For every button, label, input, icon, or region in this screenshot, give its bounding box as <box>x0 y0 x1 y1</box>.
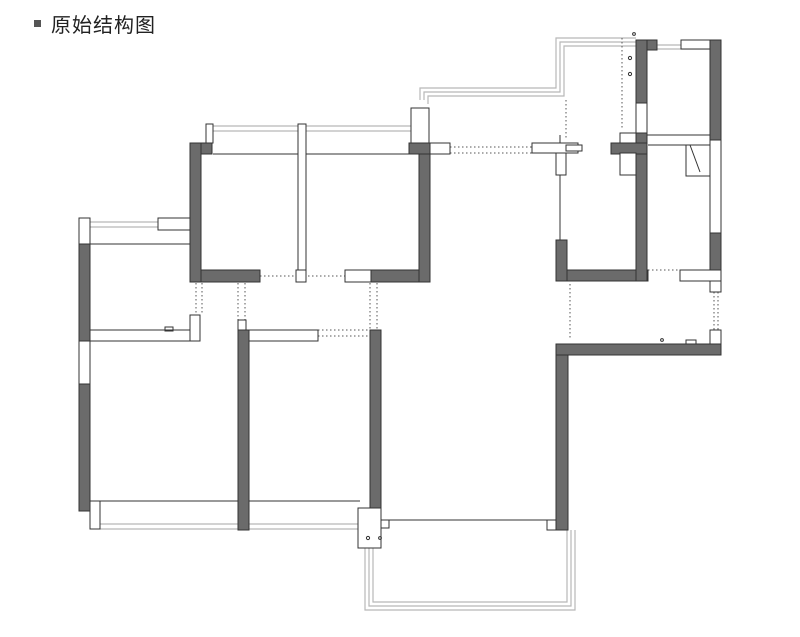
door-swing <box>685 145 710 177</box>
drain-icon <box>627 55 633 61</box>
balcony-top-right <box>419 37 636 100</box>
wall-middle-left <box>237 329 250 531</box>
wall-right-room-divider <box>635 142 648 282</box>
partition-left-room <box>89 329 201 342</box>
wall-right-room-bottom <box>555 269 649 282</box>
header: 原始结构图 <box>34 8 156 38</box>
partition-top-left-stub <box>205 123 214 144</box>
wall-left-upper <box>78 243 91 342</box>
partition-top-right-stub <box>410 107 430 144</box>
wall-middle-right <box>369 329 382 509</box>
wall-bedroom-left <box>189 142 202 283</box>
partition-bedroom-divider <box>297 123 307 271</box>
wall-left-lower <box>78 383 91 512</box>
thin-lines <box>90 134 720 521</box>
partitions <box>78 39 722 549</box>
wall-bedroom-bottom-left <box>200 269 261 283</box>
wall-kitchen-left <box>635 39 648 104</box>
balcony-railings <box>90 37 710 611</box>
walls <box>78 39 722 531</box>
column-bottom-balcony <box>357 507 382 549</box>
page-title: 原始结构图 <box>51 12 156 37</box>
wall-right-room-left <box>555 239 568 282</box>
title-marker-square <box>34 19 41 27</box>
partition-right-window <box>709 139 722 234</box>
wall-right-horizontal <box>555 343 722 356</box>
fixtures <box>164 32 697 541</box>
wall-right-vertical <box>555 343 569 531</box>
partition-left-window-stub <box>78 217 91 245</box>
balcony-bottom <box>364 530 576 611</box>
dotted-openings <box>195 38 719 340</box>
wall-bedroom-right <box>418 142 431 283</box>
wall-far-right-upper <box>709 39 722 141</box>
partition-middle-top <box>248 329 319 342</box>
